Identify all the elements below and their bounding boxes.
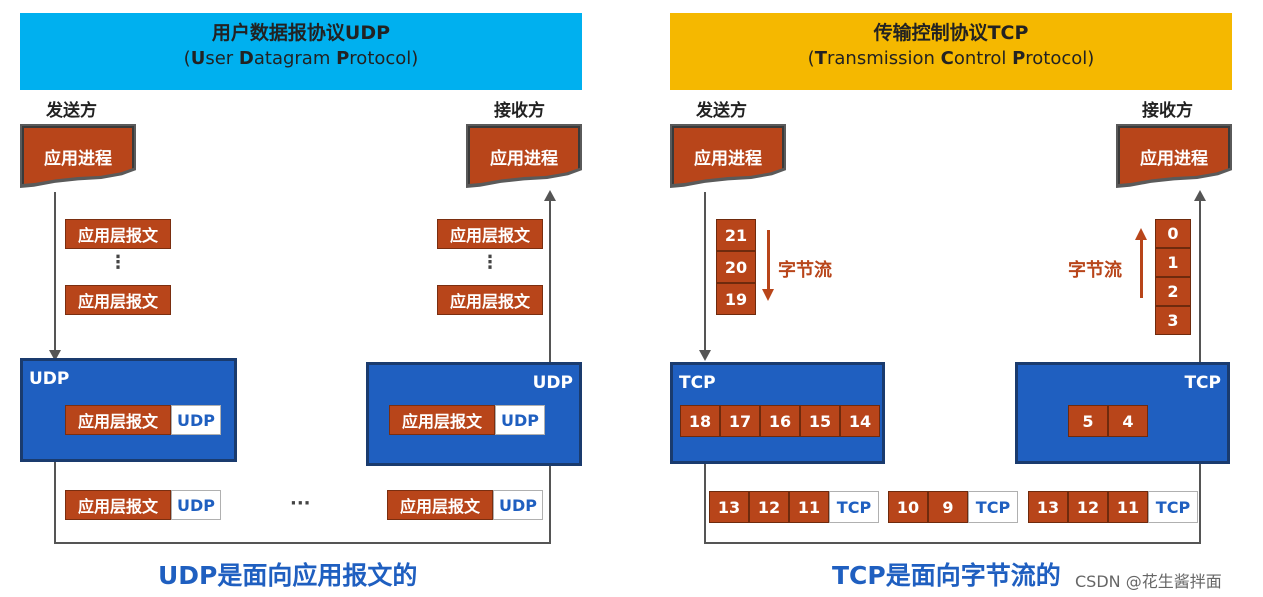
tcp-receiver-label: 接收方 bbox=[1142, 101, 1193, 121]
segment-byte-cell: 11 bbox=[789, 491, 829, 523]
buffer-byte-cell: 15 bbox=[800, 405, 840, 437]
segment-byte-cell: 13 bbox=[1028, 491, 1068, 523]
segment-tcp-header: TCP bbox=[1148, 491, 1198, 523]
tcp-segment: 10 9 TCP bbox=[888, 491, 1018, 523]
tcp-sender-layer-label: TCP bbox=[679, 373, 716, 393]
udp-title-banner: 用户数据报协议UDP (User Datagram Protocol) bbox=[20, 13, 582, 90]
segment-byte-cell: 9 bbox=[928, 491, 968, 523]
udp-transit-header: UDP bbox=[493, 490, 543, 520]
tcp-sender-stream-arrow-shaft bbox=[767, 230, 770, 290]
udp-receiver-label: 接收方 bbox=[494, 101, 545, 121]
udp-sender-message: 应用层报文 bbox=[65, 219, 171, 249]
udp-sender-vertical-ellipsis: ⋮ bbox=[109, 252, 127, 273]
tcp-sender-bytestream-label: 字节流 bbox=[778, 260, 832, 281]
tcp-receiver-layer-block: TCP 5 4 bbox=[1015, 362, 1230, 464]
watermark: CSDN @花生酱拌面 bbox=[1075, 572, 1222, 591]
tcp-subtitle: (Transmission Control Protocol) bbox=[807, 48, 1095, 69]
tcp-caption: TCP是面向字节流的 bbox=[832, 561, 1061, 590]
tcp-sender-stream-arrow-head bbox=[762, 289, 774, 301]
tcp-receiver-stream: 0 1 2 3 bbox=[1155, 219, 1191, 335]
udp-sender-label: 发送方 bbox=[46, 101, 97, 121]
udp-transit-payload: 应用层报文 bbox=[387, 490, 493, 520]
udp-sender-down-arrow bbox=[49, 350, 61, 361]
tcp-sender-down-arrow bbox=[699, 350, 711, 361]
stream-byte-cell: 3 bbox=[1155, 306, 1191, 335]
udp-transit-payload: 应用层报文 bbox=[65, 490, 171, 520]
stream-byte-cell: 2 bbox=[1155, 277, 1191, 306]
stream-byte-cell: 1 bbox=[1155, 248, 1191, 277]
tcp-segment: 13 12 11 TCP bbox=[1028, 491, 1198, 523]
udp-sender-datagram-header: UDP bbox=[171, 405, 221, 435]
segment-byte-cell: 10 bbox=[888, 491, 928, 523]
udp-receiver-vertical-ellipsis: ⋮ bbox=[481, 252, 499, 273]
buffer-byte-cell: 17 bbox=[720, 405, 760, 437]
tcp-sender-send-buffer: 18 17 16 15 14 bbox=[680, 405, 880, 437]
stream-byte-cell: 19 bbox=[716, 283, 756, 315]
buffer-byte-cell: 14 bbox=[840, 405, 880, 437]
tcp-channel-bottom bbox=[704, 542, 1201, 544]
udp-receiver-message: 应用层报文 bbox=[437, 219, 543, 249]
tcp-sender-label: 发送方 bbox=[696, 101, 747, 121]
segment-byte-cell: 13 bbox=[709, 491, 749, 523]
tcp-title: 传输控制协议TCP bbox=[873, 22, 1029, 44]
udp-sender-layer-label: UDP bbox=[29, 369, 70, 389]
buffer-byte-cell: 5 bbox=[1068, 405, 1108, 437]
udp-subtitle: (User Datagram Protocol) bbox=[183, 48, 419, 69]
udp-receiver-datagram-header: UDP bbox=[495, 405, 545, 435]
tcp-sender-down-line bbox=[704, 192, 706, 352]
tcp-receiver-up-arrow bbox=[1194, 190, 1206, 201]
tcp-receiver-recv-buffer: 5 4 bbox=[1068, 405, 1148, 437]
stream-byte-cell: 20 bbox=[716, 251, 756, 283]
udp-sender-down-line bbox=[54, 192, 56, 352]
tcp-receiver-layer-label: TCP bbox=[1184, 373, 1221, 393]
tcp-segment: 13 12 11 TCP bbox=[709, 491, 879, 523]
udp-receiver-layer-label: UDP bbox=[532, 373, 573, 393]
udp-channel-left bbox=[54, 462, 56, 544]
buffer-byte-cell: 18 bbox=[680, 405, 720, 437]
segment-tcp-header: TCP bbox=[829, 491, 879, 523]
udp-channel-bottom bbox=[54, 542, 551, 544]
udp-caption: UDP是面向应用报文的 bbox=[158, 561, 418, 590]
udp-horizontal-ellipsis: ··· bbox=[290, 493, 311, 514]
buffer-byte-cell: 4 bbox=[1108, 405, 1148, 437]
udp-receiver-up-line bbox=[549, 198, 551, 363]
stream-byte-cell: 21 bbox=[716, 219, 756, 251]
udp-title: 用户数据报协议UDP bbox=[211, 22, 391, 44]
udp-transit-header: UDP bbox=[171, 490, 221, 520]
segment-byte-cell: 12 bbox=[749, 491, 789, 523]
udp-receiver-up-arrow bbox=[544, 190, 556, 201]
buffer-byte-cell: 16 bbox=[760, 405, 800, 437]
tcp-sender-stream: 21 20 19 bbox=[716, 219, 756, 315]
tcp-channel-right bbox=[1199, 464, 1201, 544]
tcp-receiver-stream-arrow-head bbox=[1135, 228, 1147, 240]
udp-sender-datagram-payload: 应用层报文 bbox=[65, 405, 171, 435]
udp-receiver-layer-block: UDP 应用层报文 UDP bbox=[366, 362, 582, 466]
segment-byte-cell: 11 bbox=[1108, 491, 1148, 523]
tcp-channel-left bbox=[704, 464, 706, 544]
tcp-receiver-up-line bbox=[1199, 198, 1201, 363]
tcp-title-banner: 传输控制协议TCP (Transmission Control Protocol… bbox=[670, 13, 1232, 90]
udp-channel-right bbox=[549, 466, 551, 544]
segment-tcp-header: TCP bbox=[968, 491, 1018, 523]
stream-byte-cell: 0 bbox=[1155, 219, 1191, 248]
segment-byte-cell: 12 bbox=[1068, 491, 1108, 523]
udp-sender-layer-block: UDP 应用层报文 UDP bbox=[20, 358, 237, 462]
tcp-receiver-bytestream-label: 字节流 bbox=[1068, 260, 1122, 281]
udp-sender-message: 应用层报文 bbox=[65, 285, 171, 315]
tcp-sender-layer-block: TCP 18 17 16 15 14 bbox=[670, 362, 885, 464]
udp-receiver-message: 应用层报文 bbox=[437, 285, 543, 315]
udp-receiver-datagram-payload: 应用层报文 bbox=[389, 405, 495, 435]
tcp-receiver-stream-arrow-shaft bbox=[1140, 238, 1143, 298]
